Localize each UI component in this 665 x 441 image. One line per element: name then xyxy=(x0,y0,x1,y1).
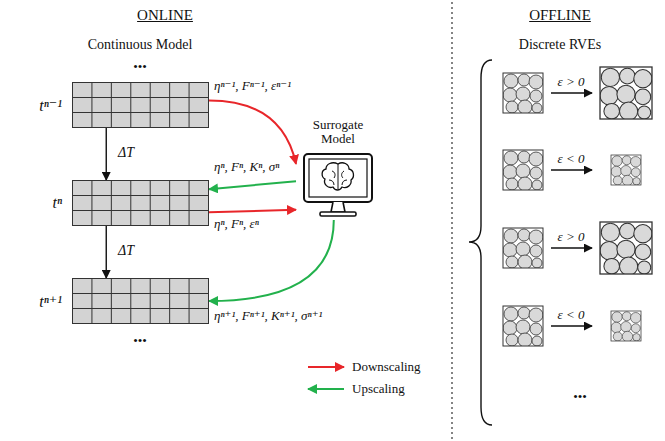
edge-label: ηⁿ, Fⁿ, εⁿ xyxy=(212,216,261,232)
mesh-line xyxy=(111,278,112,324)
mesh-grid xyxy=(72,278,209,324)
curly-brace xyxy=(469,60,492,425)
rve-after xyxy=(600,67,652,120)
mesh-line xyxy=(130,180,131,226)
rve-before xyxy=(503,306,543,347)
mesh-line xyxy=(189,278,190,324)
legend-sample-green xyxy=(308,388,344,390)
mesh-line xyxy=(91,278,92,324)
ellipsis: ••• xyxy=(133,58,147,76)
upscaling-arrow xyxy=(209,181,296,189)
rve-after xyxy=(600,222,652,275)
rve-arrow xyxy=(551,92,592,93)
rve-before xyxy=(503,228,543,269)
mesh-line xyxy=(130,82,131,128)
computer-icon xyxy=(296,152,380,220)
mesh-line xyxy=(72,210,209,211)
mesh-line xyxy=(91,82,92,128)
mesh-line xyxy=(91,180,92,226)
edge-label: ηⁿ⁺¹, Fⁿ⁺¹, Kⁿ⁺¹, σⁿ⁺¹ xyxy=(212,308,324,324)
legend-text: Upscaling xyxy=(352,381,405,397)
mesh-line xyxy=(130,278,131,324)
mesh-box: tⁿ⁻¹ xyxy=(72,82,209,128)
mesh-line xyxy=(150,82,151,128)
mesh-line xyxy=(72,195,209,196)
subheading: Discrete RVEs xyxy=(519,36,601,54)
mesh-cell-fill xyxy=(73,83,209,128)
ellipsis: ••• xyxy=(573,388,587,406)
rve-after xyxy=(611,311,641,342)
mesh-cell-fill xyxy=(73,279,209,324)
mesh-line xyxy=(169,82,170,128)
ellipsis: ••• xyxy=(133,332,147,350)
mesh-line xyxy=(150,278,151,324)
surrogate-node: Surrogate Model xyxy=(296,118,380,220)
downscaling-arrow xyxy=(209,210,296,212)
legend-sample-red xyxy=(308,366,344,368)
strain-label: ε < 0 xyxy=(558,150,585,168)
mesh-line xyxy=(72,293,209,294)
mesh-line xyxy=(169,278,170,324)
time-label: tⁿ⁻¹ xyxy=(39,96,62,115)
mesh-line xyxy=(111,82,112,128)
mesh-line xyxy=(72,308,209,309)
strain-label: ε < 0 xyxy=(558,306,585,324)
edge-label: ΔT xyxy=(116,243,136,259)
surrogate-label: Surrogate Model xyxy=(305,118,371,146)
time-step-arrow xyxy=(106,226,107,278)
time-label: tⁿ⁺¹ xyxy=(39,292,62,311)
section-heading: ONLINE xyxy=(137,6,193,24)
rve-after xyxy=(611,155,641,186)
mesh-line xyxy=(72,97,209,98)
rve-arrow xyxy=(551,325,592,326)
mesh-line xyxy=(189,82,190,128)
strain-label: ε > 0 xyxy=(558,73,585,91)
mesh-line xyxy=(150,180,151,226)
downscaling-arrow xyxy=(209,100,296,163)
upscaling-arrow xyxy=(209,220,334,301)
mesh-box: tⁿ⁺¹ xyxy=(72,278,209,324)
section-heading: OFFLINE xyxy=(529,6,591,24)
time-label: tⁿ xyxy=(53,194,62,212)
mesh-line xyxy=(72,112,209,113)
mesh-box: tⁿ xyxy=(72,180,209,226)
mesh-line xyxy=(169,180,170,226)
mesh-grid xyxy=(72,180,209,226)
time-step-arrow xyxy=(106,128,107,180)
mesh-cell-fill xyxy=(73,181,209,226)
rve-arrow xyxy=(551,169,592,170)
mesh-grid xyxy=(72,82,209,128)
rve-before xyxy=(503,150,543,191)
rve-arrow xyxy=(551,247,592,248)
mesh-line xyxy=(189,180,190,226)
rve-before xyxy=(503,73,543,114)
mesh-line xyxy=(111,180,112,226)
subheading: Continuous Model xyxy=(88,36,193,54)
legend-text: Downscaling xyxy=(352,359,421,375)
edge-label: ηⁿ⁻¹, Fⁿ⁻¹, εⁿ⁻¹ xyxy=(212,78,293,94)
strain-label: ε > 0 xyxy=(558,228,585,246)
divider-line xyxy=(451,2,452,439)
edge-label: ΔT xyxy=(116,145,136,161)
edge-label: ηⁿ, Fⁿ, Kⁿ, σⁿ xyxy=(212,159,281,175)
